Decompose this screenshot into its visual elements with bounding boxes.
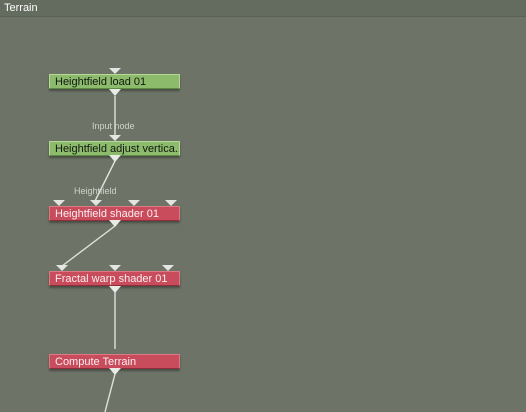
input-port-icon[interactable]	[90, 200, 102, 206]
output-port-icon[interactable]	[109, 89, 121, 96]
node-fractal-warp-shader-01[interactable]: Fractal warp shader 01	[49, 271, 180, 286]
input-port-icon[interactable]	[109, 135, 121, 141]
output-port-icon[interactable]	[109, 368, 121, 375]
node-heightfield-load-01[interactable]: Heightfield load 01	[49, 74, 180, 89]
node-label: Heightfield shader 01	[55, 208, 159, 220]
input-port-icon[interactable]	[128, 200, 140, 206]
node-label: Compute Terrain	[55, 356, 137, 368]
node-label: Fractal warp shader 01	[55, 273, 168, 285]
port-label-heightfield: Heightfield	[74, 186, 117, 196]
wire-shader-to-warp	[61, 225, 116, 267]
input-port-icon[interactable]	[165, 200, 177, 206]
input-port-icon[interactable]	[109, 265, 121, 271]
node-heightfield-shader-01[interactable]: Heightfield shader 01	[49, 206, 180, 221]
output-port-icon[interactable]	[109, 155, 121, 162]
node-compute-terrain[interactable]: Compute Terrain	[49, 354, 180, 369]
input-port-icon[interactable]	[53, 200, 65, 206]
input-port-icon[interactable]	[162, 265, 174, 271]
window-title: Terrain	[4, 2, 38, 14]
input-port-icon[interactable]	[56, 265, 68, 271]
output-port-icon[interactable]	[109, 220, 121, 227]
wire-compute-out	[104, 373, 116, 412]
input-port-icon[interactable]	[109, 68, 121, 74]
node-label: Heightfield load 01	[55, 76, 147, 88]
port-label-input-node: Input node	[92, 121, 135, 131]
node-label: Heightfield adjust vertica...	[55, 143, 180, 155]
node-heightfield-adjust-vertical[interactable]: Heightfield adjust vertica...	[49, 141, 180, 156]
title-bar: Terrain	[0, 0, 526, 16]
output-port-icon[interactable]	[109, 286, 121, 293]
